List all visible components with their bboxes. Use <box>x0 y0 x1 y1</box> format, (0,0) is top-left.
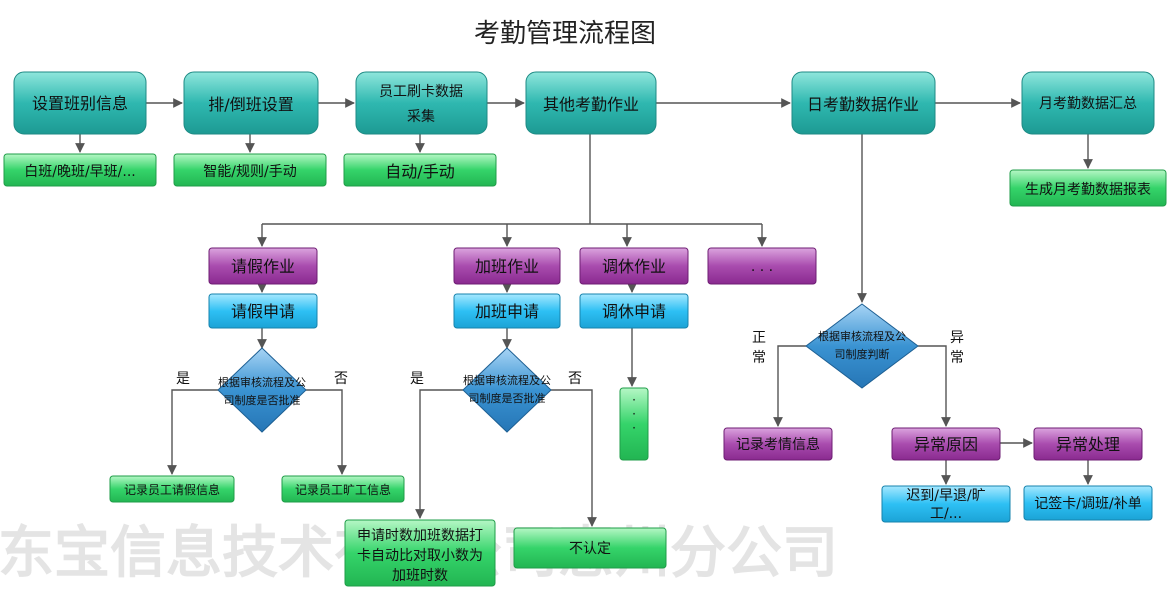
node-leave-op: 请假作业 <box>208 247 318 285</box>
svg-text:智能/规则/手动: 智能/规则/手动 <box>203 164 296 180</box>
svg-text:白班/晚班/早班/...: 白班/晚班/早班/... <box>24 164 136 180</box>
svg-text:排/倒班设置: 排/倒班设置 <box>208 95 293 114</box>
svg-text:自动/手动: 自动/手动 <box>385 162 454 181</box>
node-more-op: . . . <box>707 247 817 285</box>
svg-text:根据审核流程及公: 根据审核流程及公 <box>463 373 551 387</box>
diagram-title: 考勤管理流程图 <box>474 19 656 49</box>
node-overtime-op: 加班作业 <box>453 247 561 285</box>
node-not-approved: 不认定 <box>513 527 667 569</box>
node-off-apply: 调休申请 <box>579 293 689 329</box>
node-monthly-summary: 月考勤数据汇总 <box>1021 71 1155 135</box>
svg-text:·: · <box>632 407 636 421</box>
svg-text:司制度判断: 司制度判断 <box>835 347 890 361</box>
node-overtime-hours: 申请时数加班数据打 卡自动比对取小数为 加班时数 <box>344 519 496 587</box>
node-overtime-apply: 加班申请 <box>453 293 561 329</box>
node-abnormal-handle: 异常处理 <box>1033 427 1143 461</box>
svg-text:加班作业: 加班作业 <box>475 257 539 276</box>
svg-text:加班时数: 加班时数 <box>392 568 448 584</box>
svg-text:记录员工请假信息: 记录员工请假信息 <box>124 482 220 497</box>
edge-label-abnormal-1: 异 <box>950 330 964 346</box>
decision-overtime-approval: 根据审核流程及公 司制度是否批准 <box>462 347 552 433</box>
node-scheduling-modes: 智能/规则/手动 <box>173 153 327 187</box>
svg-text:根据审核流程及公: 根据审核流程及公 <box>818 329 906 343</box>
svg-text:其他考勤作业: 其他考勤作业 <box>543 95 639 114</box>
node-monthly-report: 生成月考勤数据报表 <box>1009 169 1167 207</box>
svg-text:·: · <box>632 421 636 435</box>
decision-daily-judge: 根据审核流程及公 司制度判断 <box>805 303 919 389</box>
node-scheduling: 排/倒班设置 <box>183 71 319 135</box>
node-record-leave: 记录员工请假信息 <box>109 475 235 503</box>
svg-text:记录员工旷工信息: 记录员工旷工信息 <box>295 482 391 497</box>
node-shift-types: 白班/晚班/早班/... <box>3 153 157 187</box>
node-off-op: 调休作业 <box>579 247 689 285</box>
svg-text:司制度是否批准: 司制度是否批准 <box>469 391 546 405</box>
svg-text:司制度是否批准: 司制度是否批准 <box>224 393 301 407</box>
node-record-attendance: 记录考情信息 <box>723 427 833 461</box>
svg-text:员工刷卡数据: 员工刷卡数据 <box>379 84 463 100</box>
svg-text:调休申请: 调休申请 <box>602 302 666 321</box>
node-card-modes: 自动/手动 <box>343 153 497 187</box>
decision-leave-approval: 根据审核流程及公 司制度是否批准 <box>217 347 307 433</box>
svg-text:月考勤数据汇总: 月考勤数据汇总 <box>1039 96 1137 112</box>
svg-text:请假作业: 请假作业 <box>231 257 295 276</box>
svg-text:异常原因: 异常原因 <box>914 435 978 454</box>
svg-text:异常处理: 异常处理 <box>1056 435 1120 454</box>
svg-text:调休作业: 调休作业 <box>602 257 666 276</box>
node-record-absent: 记录员工旷工信息 <box>281 475 405 503</box>
edge-label-yes-2: 是 <box>410 371 424 387</box>
edge-label-normal-2: 常 <box>752 350 766 366</box>
node-leave-apply: 请假申请 <box>208 293 318 329</box>
svg-text:·: · <box>632 393 636 407</box>
svg-text:工/...: 工/... <box>930 506 962 522</box>
svg-text:. . .: . . . <box>751 259 773 275</box>
node-abnormal-reason: 异常原因 <box>891 427 1001 461</box>
connectors <box>75 98 1093 527</box>
svg-text:设置班别信息: 设置班别信息 <box>32 94 128 113</box>
node-off-continue: · · · <box>619 387 649 461</box>
edge-label-normal-1: 正 <box>752 330 766 346</box>
svg-text:记签卡/调班/补单: 记签卡/调班/补单 <box>1034 495 1141 512</box>
edge-label-no-1: 否 <box>334 371 348 387</box>
svg-text:根据审核流程及公: 根据审核流程及公 <box>218 375 306 389</box>
edge-label-yes-1: 是 <box>176 371 190 387</box>
svg-text:卡自动比对取小数为: 卡自动比对取小数为 <box>357 548 483 564</box>
svg-text:采集: 采集 <box>407 108 435 125</box>
svg-text:日考勤数据作业: 日考勤数据作业 <box>807 95 919 114</box>
svg-text:请假申请: 请假申请 <box>231 302 295 321</box>
svg-text:生成月考勤数据报表: 生成月考勤数据报表 <box>1025 182 1151 198</box>
node-abnormal-types: 迟到/早退/旷 工/... <box>881 485 1011 523</box>
svg-text:加班申请: 加班申请 <box>475 302 539 321</box>
svg-text:迟到/早退/旷: 迟到/早退/旷 <box>906 488 985 504</box>
node-other-ops: 其他考勤作业 <box>525 71 657 135</box>
edge-label-no-2: 否 <box>568 371 582 387</box>
svg-text:记录考情信息: 记录考情信息 <box>736 436 820 453</box>
node-daily-ops: 日考勤数据作业 <box>791 71 936 135</box>
svg-text:申请时数加班数据打: 申请时数加班数据打 <box>357 527 483 544</box>
node-handle-types: 记签卡/调班/补单 <box>1023 485 1153 521</box>
svg-text:不认定: 不认定 <box>569 541 611 557</box>
node-shift-info: 设置班别信息 <box>13 71 147 135</box>
node-card-data: 员工刷卡数据 采集 <box>355 71 488 135</box>
edge-label-abnormal-2: 常 <box>950 350 964 366</box>
